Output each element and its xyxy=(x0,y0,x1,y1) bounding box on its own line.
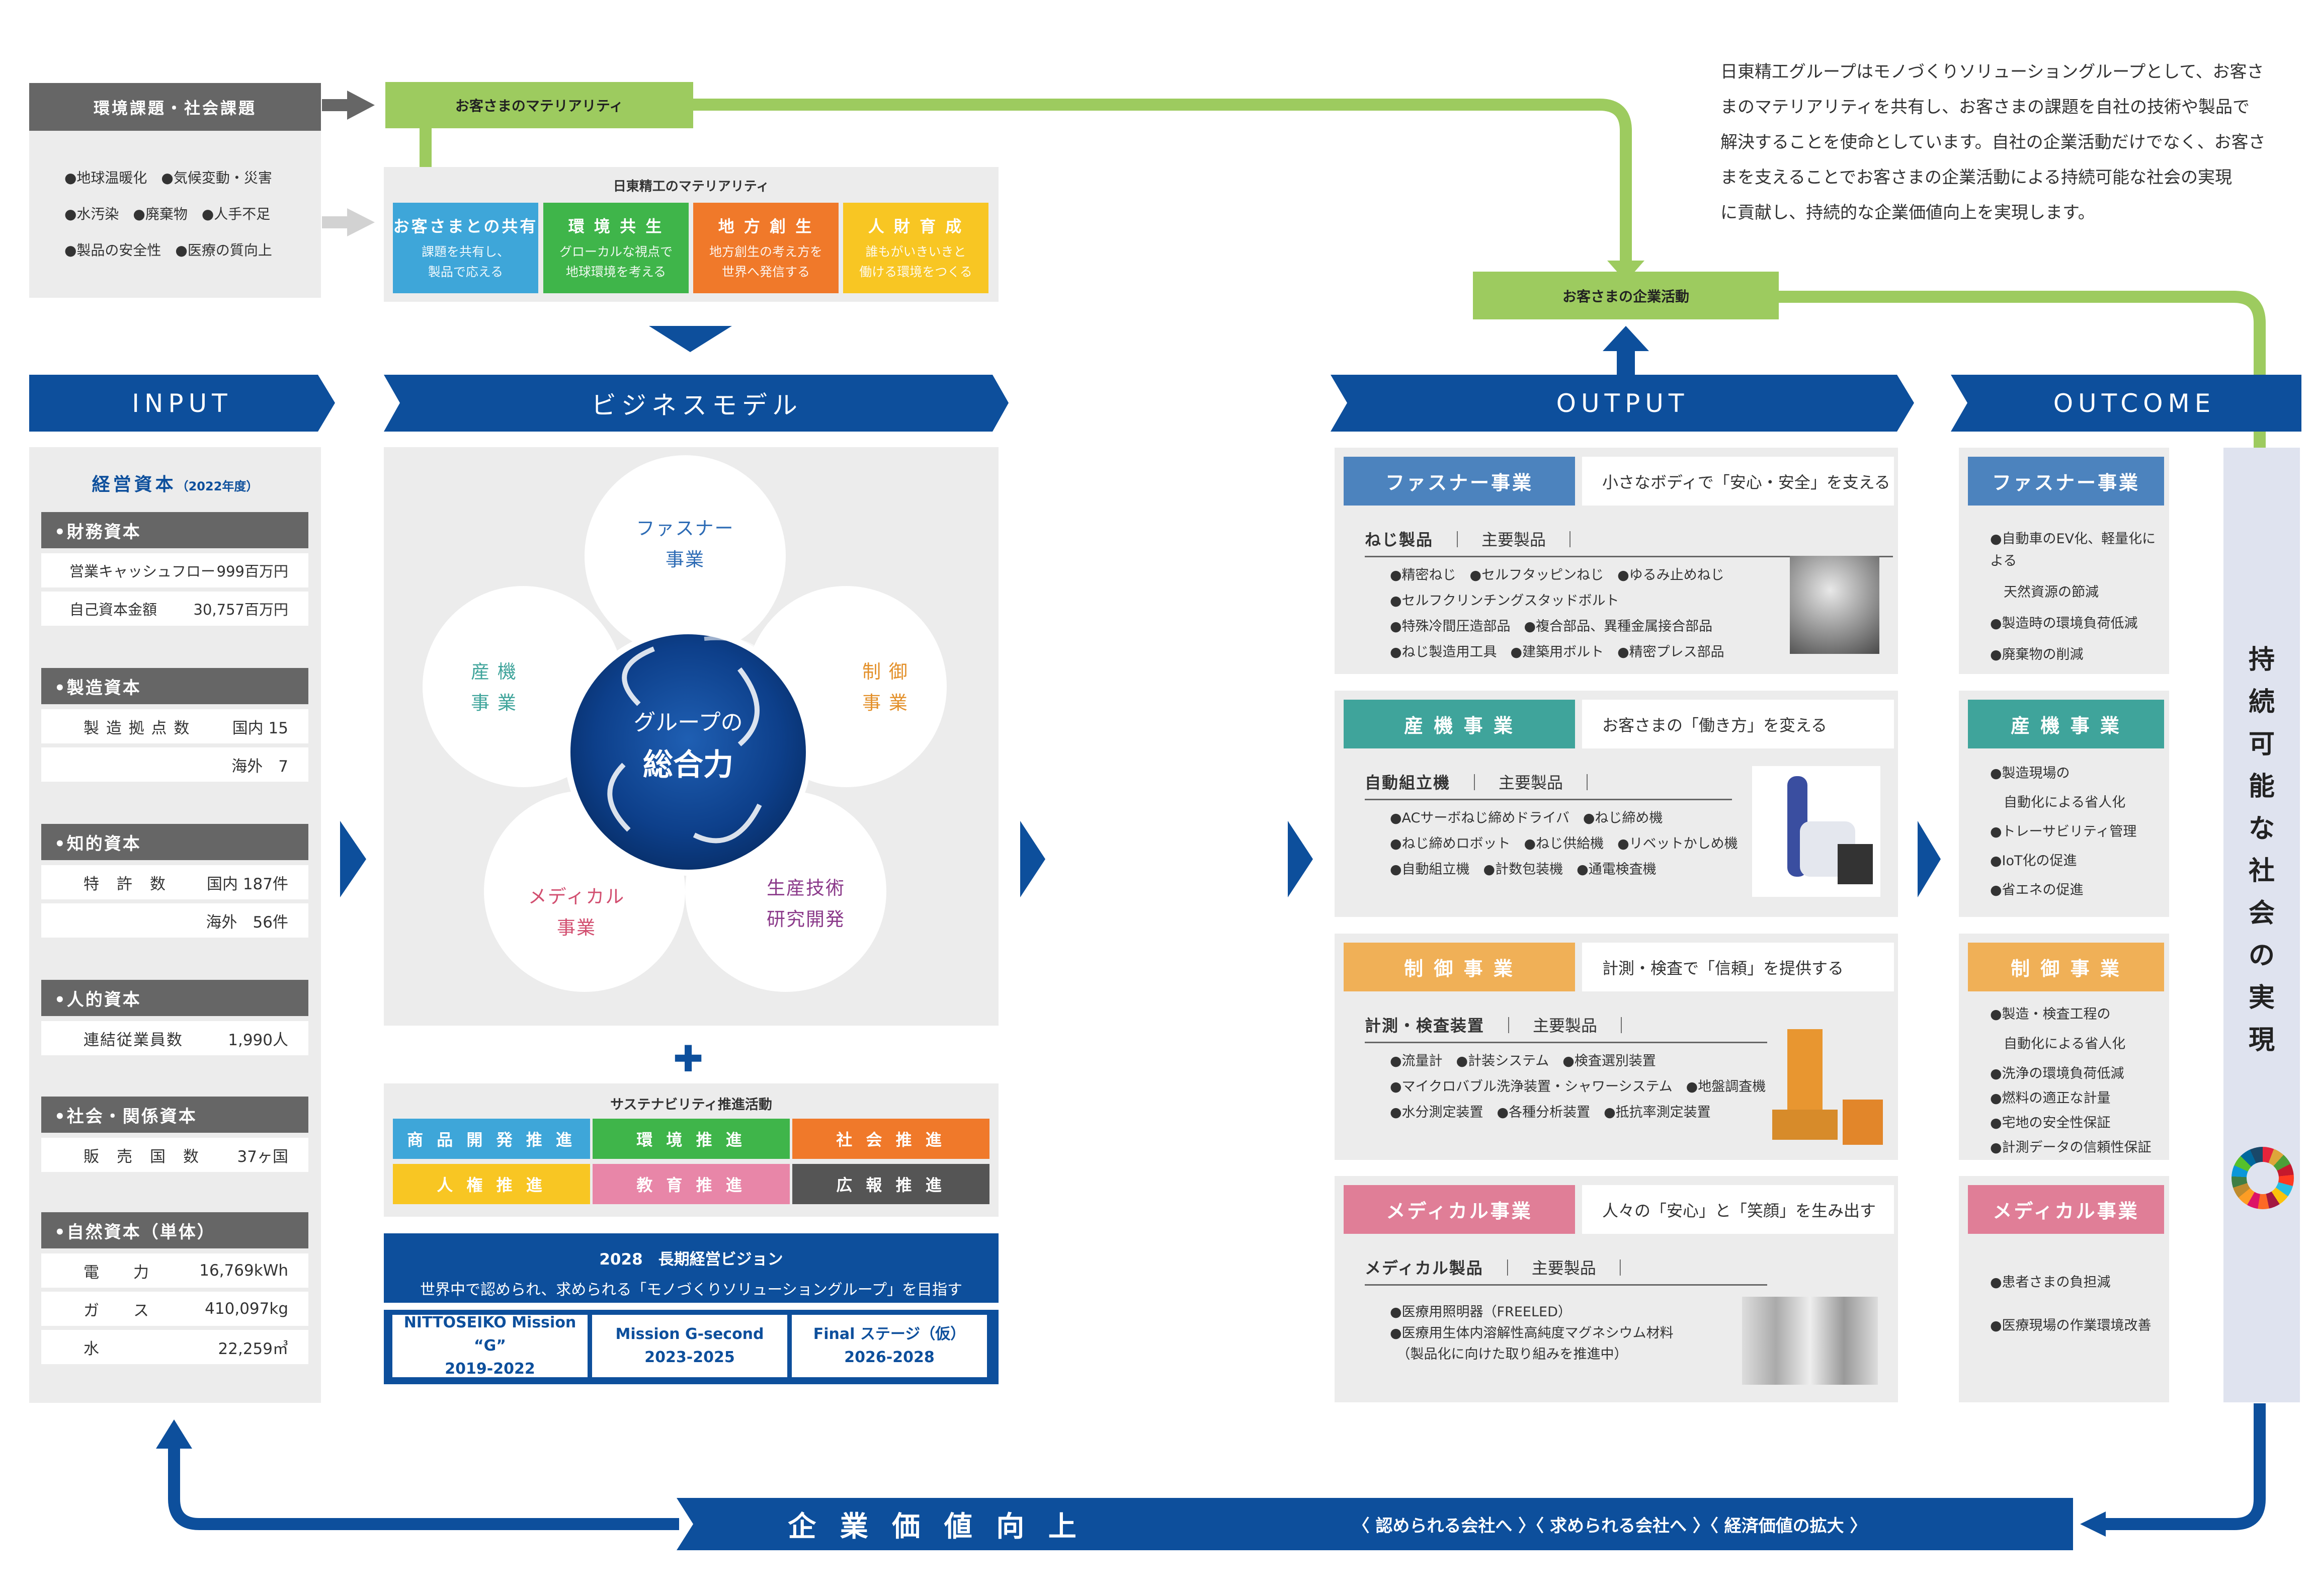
magnesium-product-image xyxy=(1742,1297,1878,1385)
capital-intellectual: •知的資本 特 許 数国内 187件 海外 56件 xyxy=(41,824,308,938)
sdgs-wheel-icon xyxy=(2232,1147,2294,1209)
output-industrial: 産 機 事 業 お客さまの「働き方」を変える 自動組立機 ｜ 主要製品 ｜ ●A… xyxy=(1335,691,1898,917)
sustain-product-dev: 商 品 開 発 推 進 xyxy=(393,1119,590,1159)
social-issues-header: 環境課題・社会課題 xyxy=(29,83,321,131)
inspection-device-image xyxy=(1767,1024,1888,1152)
header-business-model: ビジネスモデル xyxy=(591,390,802,420)
materiality-customer: お客さまとの共有課題を共有し、製品で応える xyxy=(393,203,538,293)
outcome-control: 制 御 事 業 ●製造・検査工程の 自動化による省人化 ●洗浄の環境負荷低減 ●… xyxy=(1959,934,2169,1160)
arrow-right-icon xyxy=(1918,821,1941,897)
plus-icon: ✚ xyxy=(673,1038,704,1080)
center-label: グループの 総合力 xyxy=(633,710,743,783)
output-fastener: ファスナー事業 小さなボディで「安心・安全」を支える ねじ製品 ｜ 主要製品 ｜… xyxy=(1335,448,1898,674)
arrow-right-icon xyxy=(347,91,375,120)
sustain-social: 社 会 推 進 xyxy=(792,1119,989,1159)
materiality-environment: 環 境 共 生グローカルな視点で地球環境を考える xyxy=(543,203,689,293)
materiality-regional: 地 方 創 生地方創生の考え方を世界へ発信する xyxy=(693,203,839,293)
output-control: 制 御 事 業 計測・検査で「信頼」を提供する 計測・検査装置 ｜ 主要製品 ｜… xyxy=(1335,934,1898,1160)
social-issues-list: ●地球温暖化 ●気候変動・災害 ●水汚染 ●廃棄物 ●人手不足 ●製品の安全性 … xyxy=(29,131,321,298)
arrow-right-icon xyxy=(1020,821,1045,897)
sustain-environment: 環 境 推 進 xyxy=(593,1119,790,1159)
sustainable-society-label: 持続可能な社会の実現 xyxy=(2248,645,2275,1055)
down-arrow-icon xyxy=(649,326,732,352)
mission-final: Final ステージ（仮）2026-2028 xyxy=(792,1315,987,1377)
outcome-fastener: ファスナー事業 ●自動車のEV化、軽量化による 天然資源の節減 ●製造時の環境負… xyxy=(1959,448,2169,674)
petal-control-label: 制 御事 業 xyxy=(862,661,908,714)
corporate-value-title: 企 業 価 値 向 上 xyxy=(788,1510,1084,1543)
capital-title: 経営資本（2022年度） xyxy=(92,474,259,495)
corporate-value-sub: 〈 認められる会社へ 〉〈 求められる会社へ 〉〈 経済価値の拡大 〉 xyxy=(1352,1516,1867,1536)
arrow-head-icon xyxy=(1607,261,1644,282)
petal-fastener-label: ファスナー事業 xyxy=(636,518,734,570)
capital-manufacturing: •製造資本 製 造 拠 点 数国内 15 海外 7 xyxy=(41,668,308,782)
social-issue-item: ●地球温暖化 ●気候変動・災害 xyxy=(64,170,272,186)
output-medical: メディカル事業 人々の「安心」と「笑顔」を生み出す メディカル製品 ｜ 主要製品… xyxy=(1335,1176,1898,1402)
screw-product-image xyxy=(1790,556,1879,654)
green-connector-line xyxy=(693,99,1632,262)
sustain-pr: 広 報 推 進 xyxy=(792,1164,989,1204)
up-arrow-icon xyxy=(1603,326,1649,351)
petal-medical-label: メディカル事業 xyxy=(528,886,625,939)
up-arrow-icon xyxy=(156,1419,192,1449)
materiality-people: 人 財 育 成誰もがいきいきと働ける環境をつくる xyxy=(843,203,988,293)
arrow-right-icon xyxy=(347,208,375,236)
robot-product-image xyxy=(1752,766,1880,897)
petal-industrial-label: 産 機事 業 xyxy=(471,661,517,714)
vision-banner: 2028 長期経営ビジョン 世界中で認められ、求められる「モノづくりソリューショ… xyxy=(384,1233,999,1303)
social-issue-item: ●水汚染 ●廃棄物 ●人手不足 xyxy=(64,206,271,222)
header-input: INPUT xyxy=(132,388,232,418)
arrow-right-icon xyxy=(1288,821,1313,897)
green-connector-line xyxy=(1779,291,2266,468)
petal-research-label: 生産技術研究開発 xyxy=(767,877,845,930)
social-issue-item: ●製品の安全性 ●医療の質向上 xyxy=(64,242,272,259)
sustain-education: 教 育 推 進 xyxy=(593,1164,790,1204)
sustainable-society-column: 持続可能な社会の実現 xyxy=(2223,448,2300,1402)
arrow-right-icon xyxy=(340,821,366,897)
outcome-industrial: 産 機 事 業 ●製造現場の 自動化による省人化 ●トレーサビリティ管理 ●Io… xyxy=(1959,691,2169,917)
header-output: OUTPUT xyxy=(1556,388,1689,418)
arrow-left-icon xyxy=(2080,1511,2106,1537)
sustain-human-rights: 人 権 推 進 xyxy=(393,1164,590,1204)
mission-g: NITTOSEIKO Mission “G”2019-2022 xyxy=(392,1314,588,1378)
customer-activity-box: お客さまの企業活動 xyxy=(1473,272,1779,319)
outcome-medical: メディカル事業 ●患者さまの負担減 ●医療現場の作業環境改善 xyxy=(1959,1176,2169,1402)
sustainability-title: サステナビリティ推進活動 xyxy=(610,1097,772,1113)
header-outcome: OUTCOME xyxy=(2053,388,2216,418)
nitto-materiality-title: 日東精工のマテリアリティ xyxy=(613,179,770,194)
group-description: 日東精工グループはモノづくりソリューショングループとして、お客さまのマテリアリテ… xyxy=(1720,62,2266,223)
customer-materiality-box: お客さまのマテリアリティ xyxy=(385,82,693,128)
